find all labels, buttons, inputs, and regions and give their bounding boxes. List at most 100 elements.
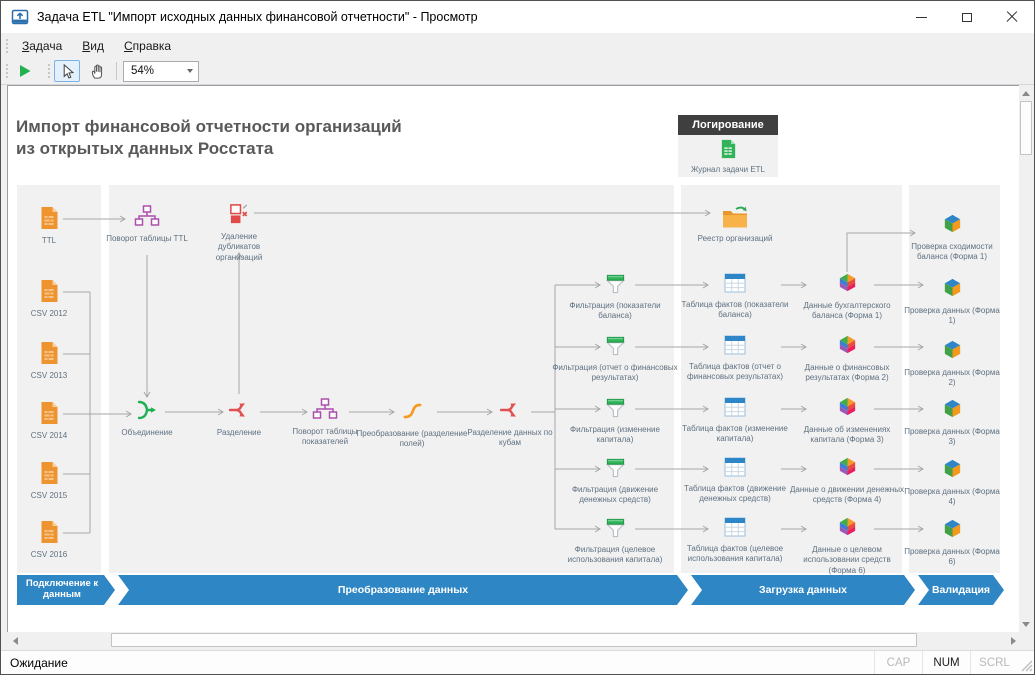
funnel-icon	[604, 516, 627, 544]
node-label: Проверка данных (Форма 6)	[904, 547, 1000, 567]
node-label: Данные об изменениях капитала (Форма 3)	[803, 425, 891, 445]
chevron-down-icon[interactable]	[182, 62, 198, 81]
indicator-num: NUM	[922, 651, 970, 674]
zoom-combobox[interactable]: 54%	[123, 60, 199, 82]
scroll-up-icon[interactable]	[1019, 87, 1033, 99]
node-label: Реестр организаций	[697, 234, 773, 243]
minimize-button[interactable]	[899, 1, 944, 33]
diagram-node-cube-2[interactable]: Данные о финансовых результатах (Форма 2…	[791, 334, 903, 384]
node-label: Фильтрация (отчет о финансовых результат…	[552, 363, 678, 383]
run-button[interactable]	[12, 60, 38, 82]
horizontal-scrollbar[interactable]	[7, 632, 1021, 649]
horizontal-scroll-thumb[interactable]	[111, 633, 917, 647]
diagram-node-registry[interactable]: Реестр организаций	[680, 205, 790, 244]
diagram-node-fact-4[interactable]: Таблица фактов (движение денежных средст…	[674, 456, 796, 505]
diagram-node-csv-2012[interactable]: CSV 2012	[9, 279, 89, 319]
journal-icon[interactable]	[720, 139, 737, 164]
resize-grip[interactable]	[1018, 651, 1034, 674]
vertical-scroll-thumb[interactable]	[1020, 101, 1032, 155]
diagram-node-fact-5[interactable]: Таблица фактов (целевое использования ка…	[675, 516, 795, 565]
diagram-node-cube-5[interactable]: Данные о целевом использовании средств (…	[789, 516, 905, 576]
node-label: Разделение	[216, 428, 262, 437]
status-text: Ожидание	[10, 655, 68, 670]
diagram-node-cube-1[interactable]: Данные бухгалтерского баланса (Форма 1)	[790, 272, 904, 322]
dedup-icon	[228, 203, 251, 231]
diagram-node-check-2[interactable]: Проверка данных (Форма 2)	[902, 339, 1002, 389]
diagram-node-fact-1[interactable]: Таблица фактов (показатели баланса)	[677, 272, 793, 321]
logging-header: Логирование	[678, 115, 778, 135]
file-icon	[39, 279, 60, 308]
split-icon	[227, 398, 251, 427]
diagram-node-csv-2013[interactable]: CSV 2013	[9, 341, 89, 381]
diagram-node-cube-3[interactable]: Данные об изменениях капитала (Форма 3)	[790, 396, 904, 446]
file-icon	[39, 461, 60, 490]
close-button[interactable]	[989, 1, 1034, 33]
node-label: Таблица фактов (отчет о финансовых резул…	[687, 362, 783, 382]
menu-item-справка[interactable]: Справка	[124, 38, 172, 53]
menu-item-задача[interactable]: Задача	[22, 38, 63, 53]
diagram-node-cube-4[interactable]: Данные о движении денежных средств (Форм…	[789, 456, 905, 506]
diagram-node-pivot-metrics[interactable]: Поворот таблицы показателей	[273, 398, 377, 448]
app-icon	[11, 8, 29, 26]
diagram-node-dedup[interactable]: Удаление дубликатов организаций	[200, 203, 278, 263]
cursor-icon	[63, 63, 74, 79]
diagram-node-filter-2[interactable]: Фильтрация (отчет о финансовых результат…	[552, 334, 678, 384]
diagram-node-csv-2016[interactable]: CSV 2016	[9, 520, 89, 560]
pan-tool-button[interactable]	[84, 60, 110, 82]
node-label: Фильтрация (целевое использования капита…	[567, 545, 663, 565]
diagram-node-filter-1[interactable]: Фильтрация (показатели баланса)	[554, 272, 676, 322]
file-icon	[39, 520, 60, 549]
scroll-down-icon[interactable]	[1019, 618, 1033, 630]
funnel-icon	[604, 456, 627, 484]
diagram-node-split-cubes[interactable]: Разделение данных по кубам	[460, 398, 560, 449]
diagram-node-transform[interactable]: Преобразование (разделение полей)	[353, 399, 471, 450]
diagram-canvas[interactable]: Импорт финансовой отчетности организаций…	[7, 85, 1021, 632]
stage-band-label: Преобразование данных	[337, 583, 469, 596]
titlebar: Задача ETL "Импорт исходных данных финан…	[1, 1, 1034, 33]
diagram-node-check-5[interactable]: Проверка данных (Форма 6)	[902, 518, 1002, 568]
zoom-value: 54%	[131, 65, 155, 77]
diagram-node-csv-2014[interactable]: CSV 2014	[9, 401, 89, 441]
stage-band-3: Загрузка данных	[691, 575, 915, 605]
diagram-node-filter-3[interactable]: Фильтрация (изменение капитала)	[554, 396, 676, 446]
node-label: Поворот таблицы показателей	[292, 427, 358, 447]
cube-multi-icon	[836, 516, 859, 544]
diagram-node-filter-4[interactable]: Фильтрация (движение денежных средств)	[554, 456, 676, 506]
panel-transform	[109, 185, 674, 573]
diagram-node-check-4[interactable]: Проверка данных (Форма 4)	[902, 458, 1002, 508]
diagram-node-ttl[interactable]: TTL	[9, 206, 89, 246]
select-tool-button[interactable]	[54, 60, 80, 82]
toolbar-grip-1	[4, 63, 9, 79]
cube-multi-icon	[836, 456, 859, 484]
file-icon	[39, 206, 60, 235]
menu-item-вид[interactable]: Вид	[82, 38, 104, 53]
node-label: CSV 2015	[30, 491, 68, 500]
node-label: CSV 2013	[30, 371, 68, 380]
diagram-node-pivot-ttl[interactable]: Поворот таблицы TTL	[99, 205, 195, 244]
stage-band-label: Подключение к данным	[25, 578, 99, 600]
diagram-node-check-balance[interactable]: Проверка сходимости баланса (Форма 1)	[898, 213, 1006, 263]
node-label: CSV 2016	[30, 550, 68, 559]
cube-multi-icon	[836, 334, 859, 362]
node-label: Фильтрация (изменение капитала)	[570, 425, 660, 445]
file-icon	[39, 341, 60, 370]
diagram-node-check-1[interactable]: Проверка данных (Форма 1)	[902, 277, 1002, 327]
hand-icon	[91, 63, 102, 79]
diagram-node-fact-2[interactable]: Таблица фактов (отчет о финансовых резул…	[673, 334, 797, 383]
maximize-button[interactable]	[944, 1, 989, 33]
diagram-node-check-3[interactable]: Проверка данных (Форма 3)	[902, 398, 1002, 448]
diagram-node-split[interactable]: Разделение	[194, 398, 284, 438]
scroll-left-icon[interactable]	[9, 632, 21, 649]
play-icon	[20, 65, 31, 77]
diagram-node-csv-2015[interactable]: CSV 2015	[9, 461, 89, 501]
scroll-right-icon[interactable]	[1007, 632, 1019, 649]
vertical-scrollbar[interactable]	[1019, 85, 1033, 632]
node-label: Данные о движении денежных средств (Форм…	[790, 485, 904, 505]
diagram-node-filter-5[interactable]: Фильтрация (целевое использования капита…	[556, 516, 674, 566]
pivot-icon	[312, 398, 338, 426]
diagram-node-merge[interactable]: Объединение	[102, 398, 192, 438]
pivot-icon	[134, 205, 160, 233]
diagram-node-fact-3[interactable]: Таблица фактов (изменение капитала)	[677, 396, 793, 445]
